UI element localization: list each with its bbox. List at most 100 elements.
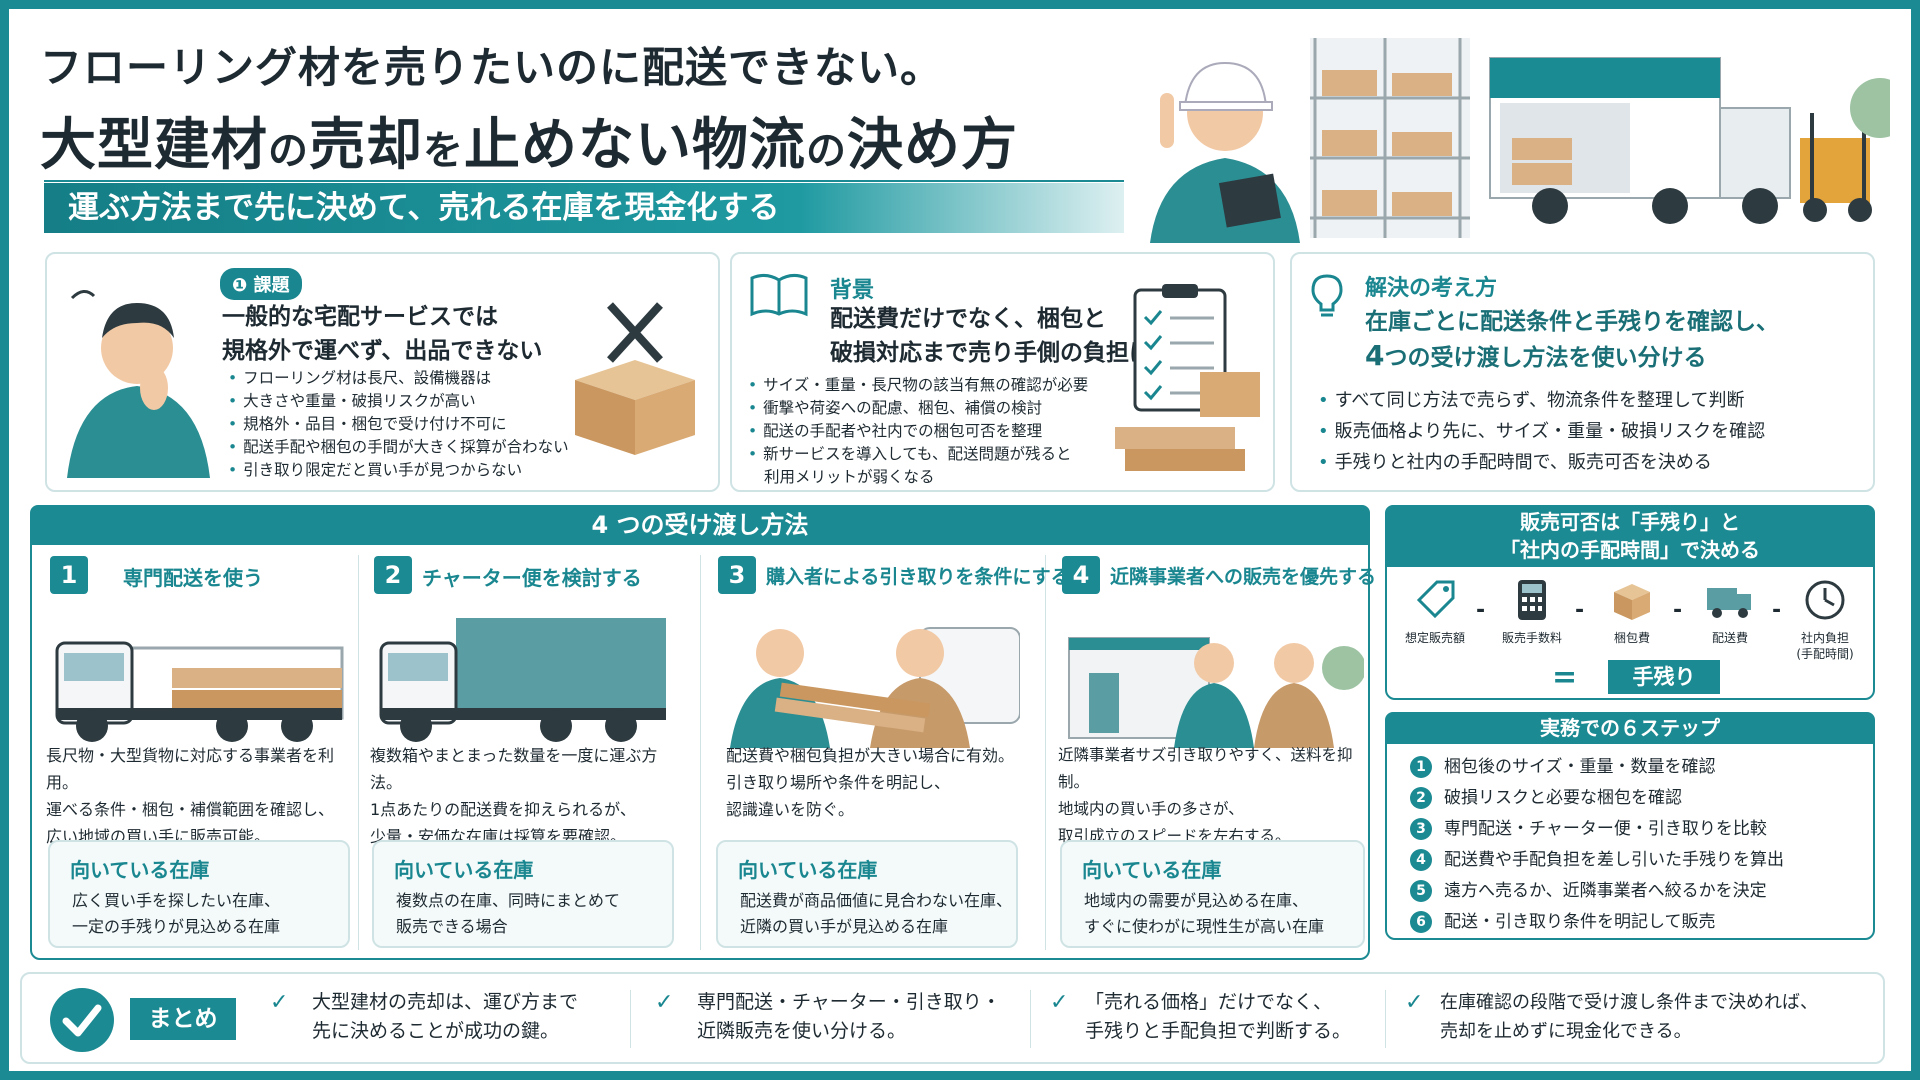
truck-icon — [1489, 57, 1791, 224]
method-description: 長尺物・大型貨物に対応する事業者を利用。運べる条件・梱包・補償範囲を確認し、広い… — [46, 746, 335, 846]
lightbulb-icon — [1311, 274, 1343, 317]
method-title: 近隣事業者への販売を優先する — [1110, 566, 1377, 588]
background-label: 背景 — [830, 278, 875, 303]
formula-item-internal: 社内負担(手配時間) — [1785, 578, 1865, 662]
summary-divider — [630, 990, 631, 1048]
clock-icon — [1805, 580, 1845, 620]
title-particle: の — [806, 128, 847, 174]
background-bullets: •サイズ・重量・長尺物の該当有無の確認が必要 •衝撃や荷姿への配慮、梱包、補償の… — [748, 374, 1088, 489]
box-icon — [1614, 584, 1650, 620]
problem-bullets: •フローリング材は長尺、設備機器は •大きさや重量・破損リスクが高い •規格外・… — [228, 367, 569, 482]
title-segment: 売却 — [309, 113, 423, 178]
method-column-1: 1 専門配送を使う 長尺物・大型貨物に対応する事業者を利用。運べる条件・梱包・補… — [38, 550, 358, 955]
suitable-stock-box: 向いている在庫 配送費が商品価値に見合わない在庫、近隣の買い手が見込める在庫 — [716, 840, 1018, 948]
sale-decision-heading: 販売可否は「手残り」と 「社内の手配時間」で決める — [1385, 505, 1875, 567]
check-icon: ✓ — [270, 990, 289, 1015]
problem-title-line: 規格外で運べず、出品できない — [222, 338, 543, 364]
suitable-stock-box: 向いている在庫 複数点の在庫、同時にまとめて販売できる場合 — [372, 840, 674, 948]
worker-icon — [1150, 61, 1300, 243]
method-description: 配送費や梱包負担が大きい場合に有効。引き取り場所や条件を明記し、認識違いを防ぐ。 — [726, 746, 1015, 819]
solution-title-line: 在庫ごとに配送条件と手残りを確認し、 — [1365, 309, 1779, 335]
summary-divider — [1385, 990, 1386, 1048]
warehouse-shelves-icon — [1310, 38, 1470, 238]
list-item: •手残りと社内の手配時間で、販売可否を決める — [1318, 452, 1712, 473]
title-segment: 止めない物流 — [464, 113, 806, 178]
title-segment: 大型建材 — [40, 113, 268, 178]
handshake-shop-icon — [1068, 637, 1364, 748]
method-column-4: 4 近隣事業者への販売を優先する 近隣事業者サズ引き取りやすく、送料を抑制。地域… — [1050, 550, 1376, 955]
method-description: 近隣事業者サズ引き取りやすく、送料を抑制。地域内の買い手の多さが、取引成立のスピ… — [1058, 746, 1353, 845]
list-item: •販売価格より先に、サイズ・重量・破損リスクを確認 — [1318, 421, 1766, 442]
formula-label: 社内負担(手配時間) — [1796, 631, 1854, 661]
method-number: 4 — [1062, 556, 1100, 594]
summary-bar — [20, 972, 1885, 1064]
subtitle-banner: 運ぶ方法まで先に決めて、売れる在庫を現金化する — [44, 183, 1124, 233]
method-title: 購入者による引き取りを条件にする — [766, 566, 1070, 588]
flatbed-truck-icon — [55, 641, 344, 742]
page-title-line2: 大型建材の売却を止めない物流の決め方 — [40, 100, 1018, 181]
list-item: •大きさや重量・破損リスクが高い — [228, 392, 476, 410]
problem-badge-wrap: ❶ 課題 — [220, 268, 302, 300]
hero-illustration — [1150, 38, 1890, 243]
calculator-icon — [1518, 580, 1546, 620]
forklift-icon — [1800, 78, 1890, 222]
handover-people-icon — [730, 627, 1020, 748]
formula-item-fee: 販売手数料 — [1492, 578, 1572, 646]
solution-label: 解決の考え方 — [1365, 276, 1498, 301]
page-title-line1: フローリング材を売りたいのに配送できない。 — [40, 43, 944, 92]
method-title: チャーター便を検討する — [422, 566, 642, 590]
suitable-stock-label: 向いている在庫 — [738, 858, 878, 882]
summary-label: まとめ — [130, 998, 236, 1040]
formula-label: 想定販売額 — [1404, 631, 1465, 645]
problem-badge: ❶ 課題 — [220, 268, 302, 300]
suitable-stock-label: 向いている在庫 — [1082, 858, 1222, 882]
list-item: •新サービスを導入しても、配送問題が残ると — [748, 445, 1072, 463]
list-item: •フローリング材は長尺、設備機器は — [228, 369, 492, 387]
list-item: •規格外・品目・梱包で受け付け不可に — [228, 415, 507, 433]
minus-sign: - — [1772, 598, 1782, 623]
suitable-stock-text: 配送費が商品価値に見合わない在庫、近隣の買い手が見込める在庫 — [740, 891, 1013, 936]
formula-label: 販売手数料 — [1501, 631, 1562, 645]
suitable-stock-text: 複数点の在庫、同時にまとめて販売できる場合 — [396, 891, 621, 936]
solution-title-rest: つの受け渡し方法を使い分ける — [1384, 345, 1707, 371]
steps-heading: 実務での６ステップ — [1385, 712, 1875, 744]
sale-heading-line: 「社内の手配時間」で決める — [1500, 538, 1760, 562]
worried-person-icon — [67, 290, 210, 478]
suitable-stock-box: 向いている在庫 地域内の需要が見込める在庫、すぐに使わがに現性生が高い在庫 — [1060, 840, 1365, 948]
methods-heading: 4 つの受け渡し方法 — [30, 505, 1370, 545]
method-column-3: 3 購入者による引き取りを条件にする 配送費や梱包負担が大きい場合に有効。引き取… — [706, 550, 1070, 955]
formula-item-packing: 梱包費 — [1592, 578, 1672, 646]
method-number: 1 — [50, 556, 88, 594]
background-title-line: 破損対応まで売り手側の負担に — [830, 340, 1152, 366]
minus-sign: - — [1673, 598, 1683, 623]
check-circle-icon — [50, 988, 114, 1052]
column-divider — [700, 555, 701, 950]
method-number: 2 — [374, 556, 412, 594]
background-title-line: 配送費だけでなく、梱包と — [830, 306, 1106, 332]
method-title: 専門配送を使う — [123, 566, 263, 590]
list-item: •サイズ・重量・長尺物の該当有無の確認が必要 — [748, 376, 1089, 394]
column-divider — [1045, 555, 1046, 950]
solution-title: 在庫ごとに配送条件と手残りを確認し、 4つの受け渡し方法を使い分ける — [1365, 305, 1779, 375]
list-item: •配送の手配者や社内での梱包可否を整理 — [748, 422, 1043, 440]
truck-icon — [1707, 588, 1751, 618]
list-item: •すべて同じ方法で売らず、物流条件を整理して判断 — [1318, 390, 1745, 411]
column-divider — [358, 555, 359, 950]
list-item: •引き取り限定だと買い手が見つからない — [228, 461, 523, 479]
summary-item: 大型建材の売却は、運び方まで先に決めることが成功の鍵。 — [312, 991, 579, 1042]
title-particle: を — [423, 128, 464, 174]
sale-heading-line: 販売可否は「手残り」と — [1520, 510, 1740, 534]
suitable-stock-box: 向いている在庫 広く買い手を探したい在庫、一定の手残りが見込める在庫 — [48, 840, 350, 948]
method-number: 3 — [718, 556, 756, 594]
price-tag-icon — [1416, 580, 1455, 619]
suitable-stock-label: 向いている在庫 — [70, 858, 210, 882]
minus-sign: - — [1575, 598, 1585, 623]
formula-label: 梱包費 — [1613, 631, 1650, 645]
clipboard-checklist-icon — [1115, 284, 1260, 471]
formula-label: 配送費 — [1711, 631, 1748, 645]
solution-bullets: •すべて同じ方法で売らず、物流条件を整理して判断 •販売価格より先に、サイズ・重… — [1318, 385, 1765, 478]
summary-item: 専門配送・チャーター・引き取り・近隣販売を使い分ける。 — [697, 991, 1001, 1042]
